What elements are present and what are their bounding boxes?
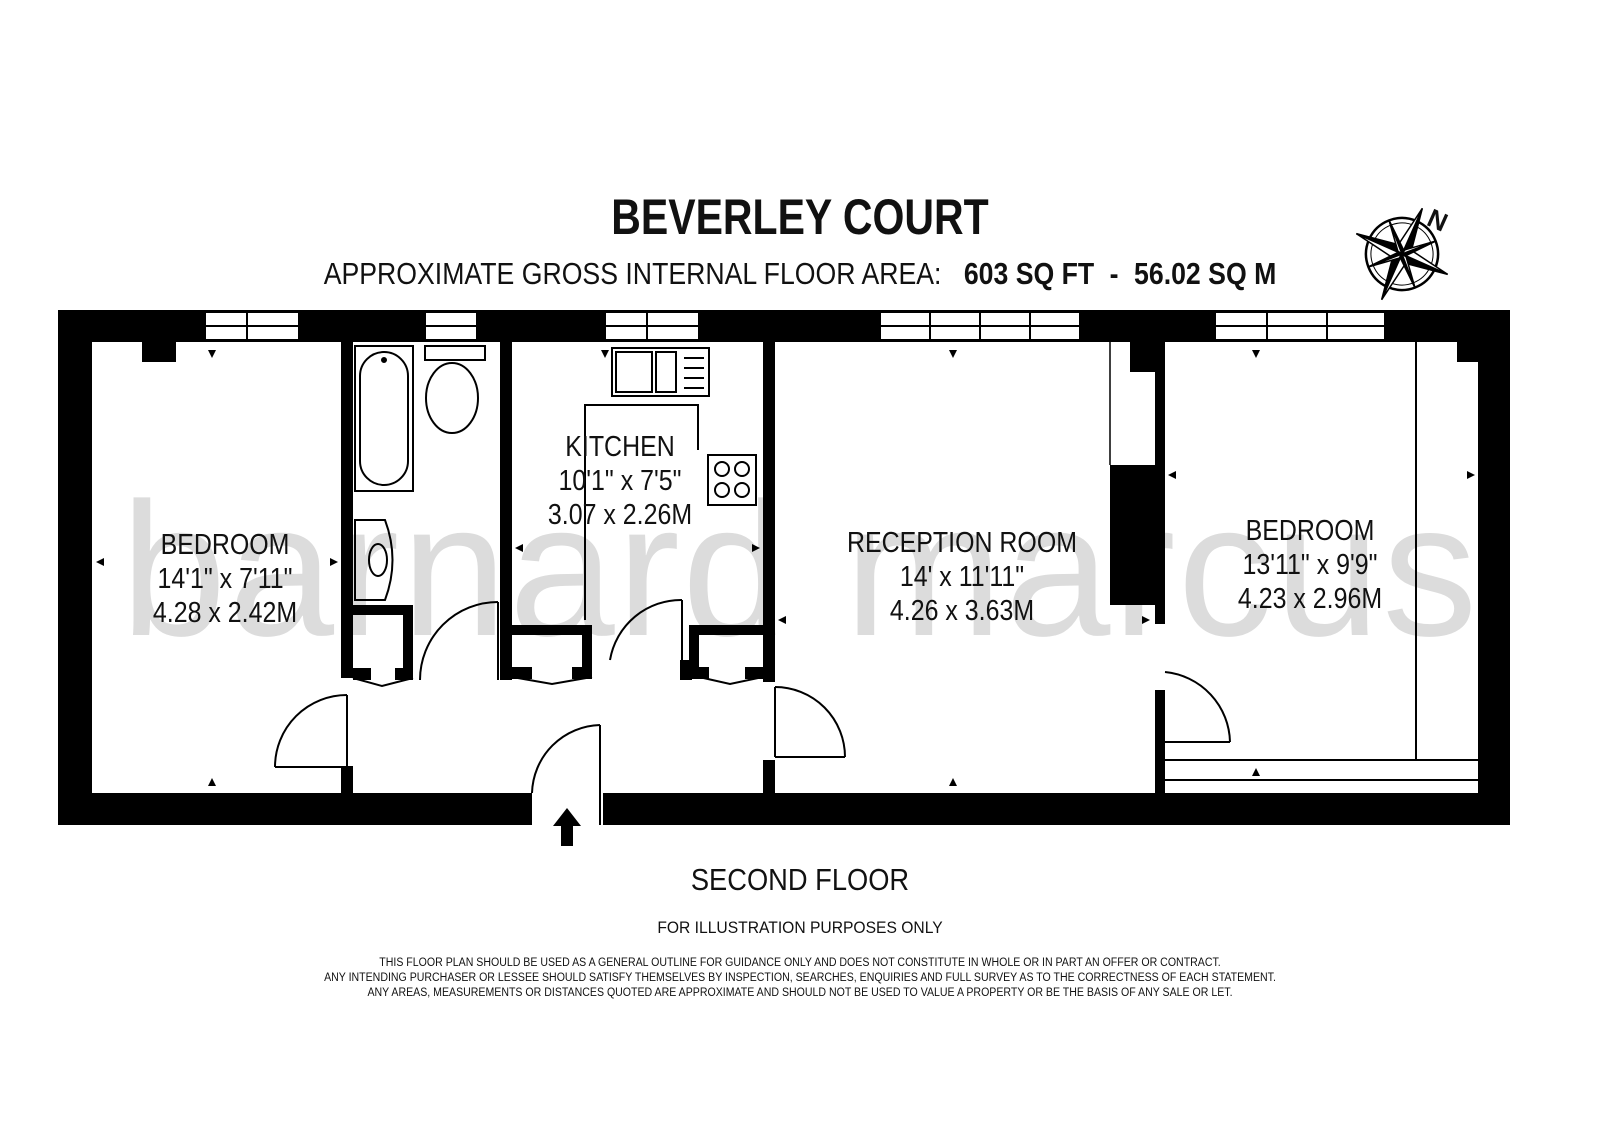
disclaimer-line: ANY INTENDING PURCHASER OR LESSEE SHOULD… xyxy=(324,972,1276,984)
floor-area-line: APPROXIMATE GROSS INTERNAL FLOOR AREA: 60… xyxy=(112,256,1488,292)
room-name: KITCHEN xyxy=(565,431,675,463)
room-metric-dims: 4.23 x 2.96M xyxy=(1237,583,1383,615)
room-imperial-dims: 10'1" x 7'5" xyxy=(558,465,682,497)
room-metric-dims: 4.28 x 2.42M xyxy=(152,597,298,629)
floor-area-label: APPROXIMATE GROSS INTERNAL FLOOR AREA: xyxy=(323,256,942,291)
floor-name: SECOND FLOOR xyxy=(690,862,910,897)
room-label-bedroom-2: BEDROOM 13'11" x 9'9" 4.23 x 2.96M xyxy=(1203,514,1418,616)
plan-title: BEVERLEY COURT xyxy=(611,189,989,245)
entrance-arrow-icon xyxy=(553,808,581,846)
room-name: BEDROOM xyxy=(1245,515,1375,547)
room-imperial-dims: 14'1" x 7'11" xyxy=(157,563,293,595)
disclaimer-line: ANY AREAS, MEASUREMENTS OR DISTANCES QUO… xyxy=(367,987,1233,999)
room-label-reception-room: RECEPTION ROOM 14' x 11'11" 4.26 x 3.63M xyxy=(842,526,1083,628)
room-imperial-dims: 13'11" x 9'9" xyxy=(1242,549,1378,581)
disclaimer: THIS FLOOR PLAN SHOULD BE USED AS A GENE… xyxy=(64,956,1536,1001)
disclaimer-line: THIS FLOOR PLAN SHOULD BE USED AS A GENE… xyxy=(379,957,1221,969)
doors xyxy=(274,598,1231,825)
illustration-note: FOR ILLUSTRATION PURPOSES ONLY xyxy=(657,918,943,937)
room-label-kitchen: KITCHEN 10'1" x 7'5" 3.07 x 2.26M xyxy=(534,430,706,532)
room-metric-dims: 3.07 x 2.26M xyxy=(547,499,693,531)
fixtures xyxy=(352,342,1478,781)
floor-area-sqft: 603 SQ FT xyxy=(963,256,1095,291)
room-metric-dims: 4.26 x 3.63M xyxy=(889,595,1035,627)
dimension-markers xyxy=(96,350,1475,786)
floor-area-separator: - xyxy=(1109,256,1119,291)
windows xyxy=(204,311,1386,341)
floor-area-sqm: 56.02 SQ M xyxy=(1134,256,1277,291)
compass-rose-icon xyxy=(1355,207,1449,301)
room-name: RECEPTION ROOM xyxy=(846,527,1078,559)
room-label-bedroom-1: BEDROOM 14'1" x 7'11" 4.28 x 2.42M xyxy=(118,528,333,630)
room-imperial-dims: 14' x 11'11" xyxy=(899,561,1025,593)
room-name: BEDROOM xyxy=(160,529,290,561)
